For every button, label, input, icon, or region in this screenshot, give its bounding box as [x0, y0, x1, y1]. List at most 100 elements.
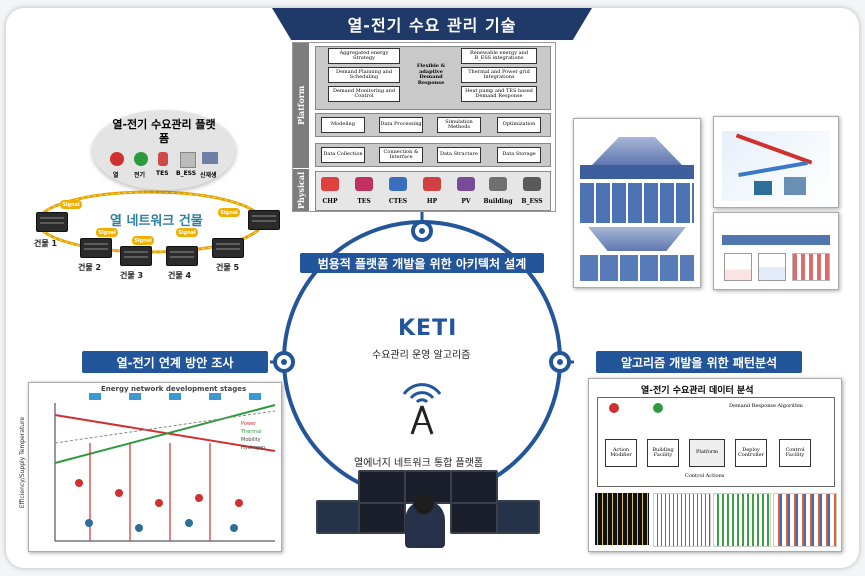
physical-label: PV	[461, 198, 471, 205]
building-label: 건물 1	[34, 239, 58, 248]
building-icon	[248, 210, 280, 230]
arch-box: Connection & Interface	[379, 147, 423, 163]
arch-box: Renewable energy and B_ESS integrations	[461, 48, 537, 64]
signal-tag: Signal	[60, 200, 82, 209]
analysis-box: Deploy Controller	[735, 439, 767, 467]
physical-label: Building	[483, 198, 513, 205]
icon-label: B_ESS	[176, 170, 197, 177]
arch-box: Demand Monitoring and Control	[328, 86, 400, 102]
operation-document	[713, 212, 839, 290]
icon-label: 전기	[134, 172, 146, 179]
arch-box: Data Structure	[437, 147, 481, 163]
icon-label: TES	[156, 170, 169, 177]
arch-box: Heat pump and TES based Demand Response	[461, 86, 537, 102]
physical-layer-label: Physical	[293, 169, 309, 211]
physical-label: HP	[426, 198, 438, 205]
electricity-icon	[134, 152, 148, 166]
grid-document	[713, 116, 839, 208]
monitor	[450, 470, 498, 504]
icon-label: 신재생	[200, 172, 217, 179]
page-title: 열-전기 수요 관리 기술	[272, 8, 592, 40]
center-subtitle: 수요관리 운영 알고리즘	[372, 350, 471, 361]
electricity-icon	[653, 403, 663, 413]
solar-icon	[202, 152, 218, 164]
monitor	[358, 502, 406, 534]
legend-item: Power	[241, 421, 257, 427]
arch-box: Demand Planning and Scheduling	[328, 67, 400, 83]
tes-icon	[355, 177, 373, 191]
platform-caption: 열에너지 네트워크 통합 플랫폼	[354, 458, 484, 469]
arch-box: Data Processing	[379, 117, 423, 133]
keti-logo: KETI	[398, 316, 458, 341]
building-icon	[166, 246, 198, 266]
node-right	[549, 351, 571, 373]
control-actions-label: Control Actions	[685, 473, 725, 479]
node-top	[411, 220, 433, 242]
node-left	[273, 351, 295, 373]
analysis-title: 열-전기 수요관리 데이터 분석	[641, 386, 754, 396]
survey-chart: Energy network development stages Effici…	[19, 382, 282, 552]
arch-center-note: Flexible & adaptive Demand Response	[416, 63, 446, 86]
thermal-line	[54, 404, 276, 464]
pattern-chart	[653, 493, 711, 547]
building-label: 건물 2	[78, 263, 102, 272]
operator-head	[414, 494, 434, 514]
arch-box: Modeling	[321, 117, 365, 133]
arch-box: Aggregated energy Strategy	[328, 48, 400, 64]
hp-icon	[423, 177, 441, 191]
pattern-chart	[595, 493, 649, 545]
analysis-box: Control Facility	[779, 439, 811, 467]
architecture-diagram: Platform Physical Aggregated energy Stra…	[292, 42, 556, 212]
pattern-chart	[713, 493, 771, 547]
monitor	[450, 502, 498, 534]
building-icon	[489, 177, 507, 191]
analysis-box: Action Modifier	[605, 439, 637, 467]
bess-icon	[523, 177, 541, 191]
physical-label: CHP	[322, 198, 338, 205]
arch-box: Optimization	[497, 117, 541, 133]
tes-icon	[158, 152, 168, 166]
architecture-banner: 범용적 플랫폼 개발을 위한 아키텍처 설계	[300, 253, 544, 273]
analysis-box: Building Facility	[647, 439, 679, 467]
monitor	[316, 500, 362, 534]
building-icon	[36, 212, 68, 232]
survey-chart-title: Energy network development stages	[101, 385, 247, 393]
physical-label: B_ESS	[521, 198, 543, 205]
building-label: 건물 5	[216, 263, 240, 272]
platform-layer-label: Platform	[293, 43, 309, 168]
heat-icon	[110, 152, 124, 166]
pattern-chart	[773, 493, 837, 547]
ctes-icon	[389, 177, 407, 191]
arch-box: Data Storage	[497, 147, 541, 163]
signal-tag: Signal	[218, 208, 240, 217]
analysis-box: Platform	[689, 439, 725, 467]
building-label: 건물 4	[168, 271, 192, 280]
building-icon	[120, 246, 152, 266]
signal-tag: Signal	[132, 236, 154, 245]
arch-box: Simulation Methods	[437, 117, 481, 133]
arch-box: Data Collection	[321, 147, 365, 163]
monitor	[358, 470, 406, 504]
platform-oval	[92, 110, 236, 190]
signal-tag: Signal	[176, 228, 198, 237]
icon-label: 열	[113, 172, 119, 179]
battery-icon	[180, 152, 196, 168]
monitor	[496, 500, 540, 534]
pattern-banner: 알고리즘 개발을 위한 패턴분석	[596, 351, 802, 373]
pv-icon	[457, 177, 475, 191]
legend-item: Hydrogen	[241, 445, 266, 451]
physical-label: TES	[357, 198, 371, 205]
building-label: 건물 3	[120, 271, 144, 280]
antenna-icon	[402, 383, 442, 435]
network-document	[573, 118, 701, 288]
building-icon	[212, 238, 244, 258]
physical-label: CTES	[388, 198, 408, 205]
chp-icon	[321, 177, 339, 191]
analysis-diagram: 열-전기 수요관리 데이터 분석 Demand Response Algorit…	[588, 378, 842, 552]
survey-chart-ylabel: Efficiency/Supply Temperature	[19, 416, 27, 509]
legend-item: Thermal	[241, 429, 262, 435]
algorithm-label: Demand Response Algorithm	[729, 403, 803, 409]
signal-tag: Signal	[96, 228, 118, 237]
arch-box: Thermal and Power grid Integrations	[461, 67, 537, 83]
